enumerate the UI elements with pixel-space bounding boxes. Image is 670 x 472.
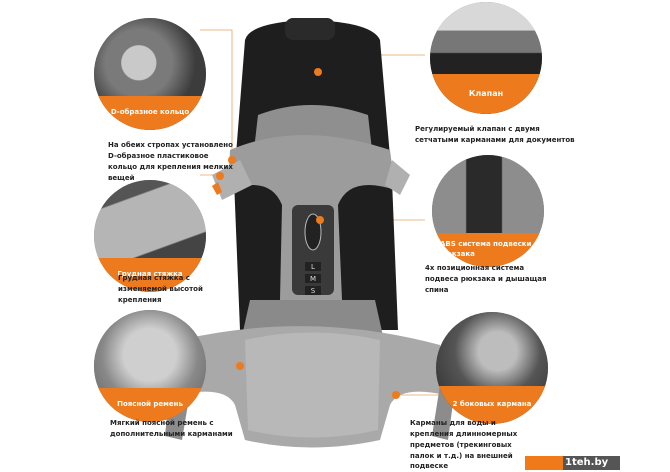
chest-strap-description: Грудная стяжка с изменяемой высотой креп… xyxy=(118,274,203,304)
callout-label: ABS система подвески рюкзака xyxy=(432,233,544,267)
d-ring xyxy=(212,182,222,195)
top-handle xyxy=(285,18,335,40)
callout-label: Клапан xyxy=(430,73,542,114)
size-m: M xyxy=(310,275,316,283)
size-l: L xyxy=(311,263,315,271)
marker-dots xyxy=(216,68,400,399)
callout-label: Поясной ремень xyxy=(94,388,206,422)
hip-belt-description: Мягкий поясной ремень с дополнительными … xyxy=(110,419,233,438)
watermark-text: 1teh.by xyxy=(563,456,620,470)
d-ring-description: На обеих стропах установлено D-образное … xyxy=(108,141,233,182)
callout-d-ring: D-образное кольцо xyxy=(94,18,206,130)
callout-hip-belt: Поясной ремень xyxy=(94,310,206,422)
side-pockets-description: Карманы для воды и крепления длинномерны… xyxy=(410,419,518,471)
callout-side-pockets: 2 боковых кармана xyxy=(436,312,548,424)
callout-label: D-образное кольцо xyxy=(94,96,206,130)
callout-abs: ABS система подвески рюкзака xyxy=(432,155,544,267)
lid-description: Регулируемый клапан с двумя сетчатыми ка… xyxy=(415,125,575,144)
callout-lid: Клапан xyxy=(430,2,542,114)
watermark: 1teh.by xyxy=(525,456,620,470)
callout-label: 2 боковых кармана xyxy=(436,385,548,424)
abs-description: 4х позиционная система подвеса рюкзака и… xyxy=(425,264,547,294)
size-s: S xyxy=(311,287,316,295)
callout-label: Грудная стяжка xyxy=(94,258,206,292)
callout-chest-strap: Грудная стяжка xyxy=(94,180,206,292)
